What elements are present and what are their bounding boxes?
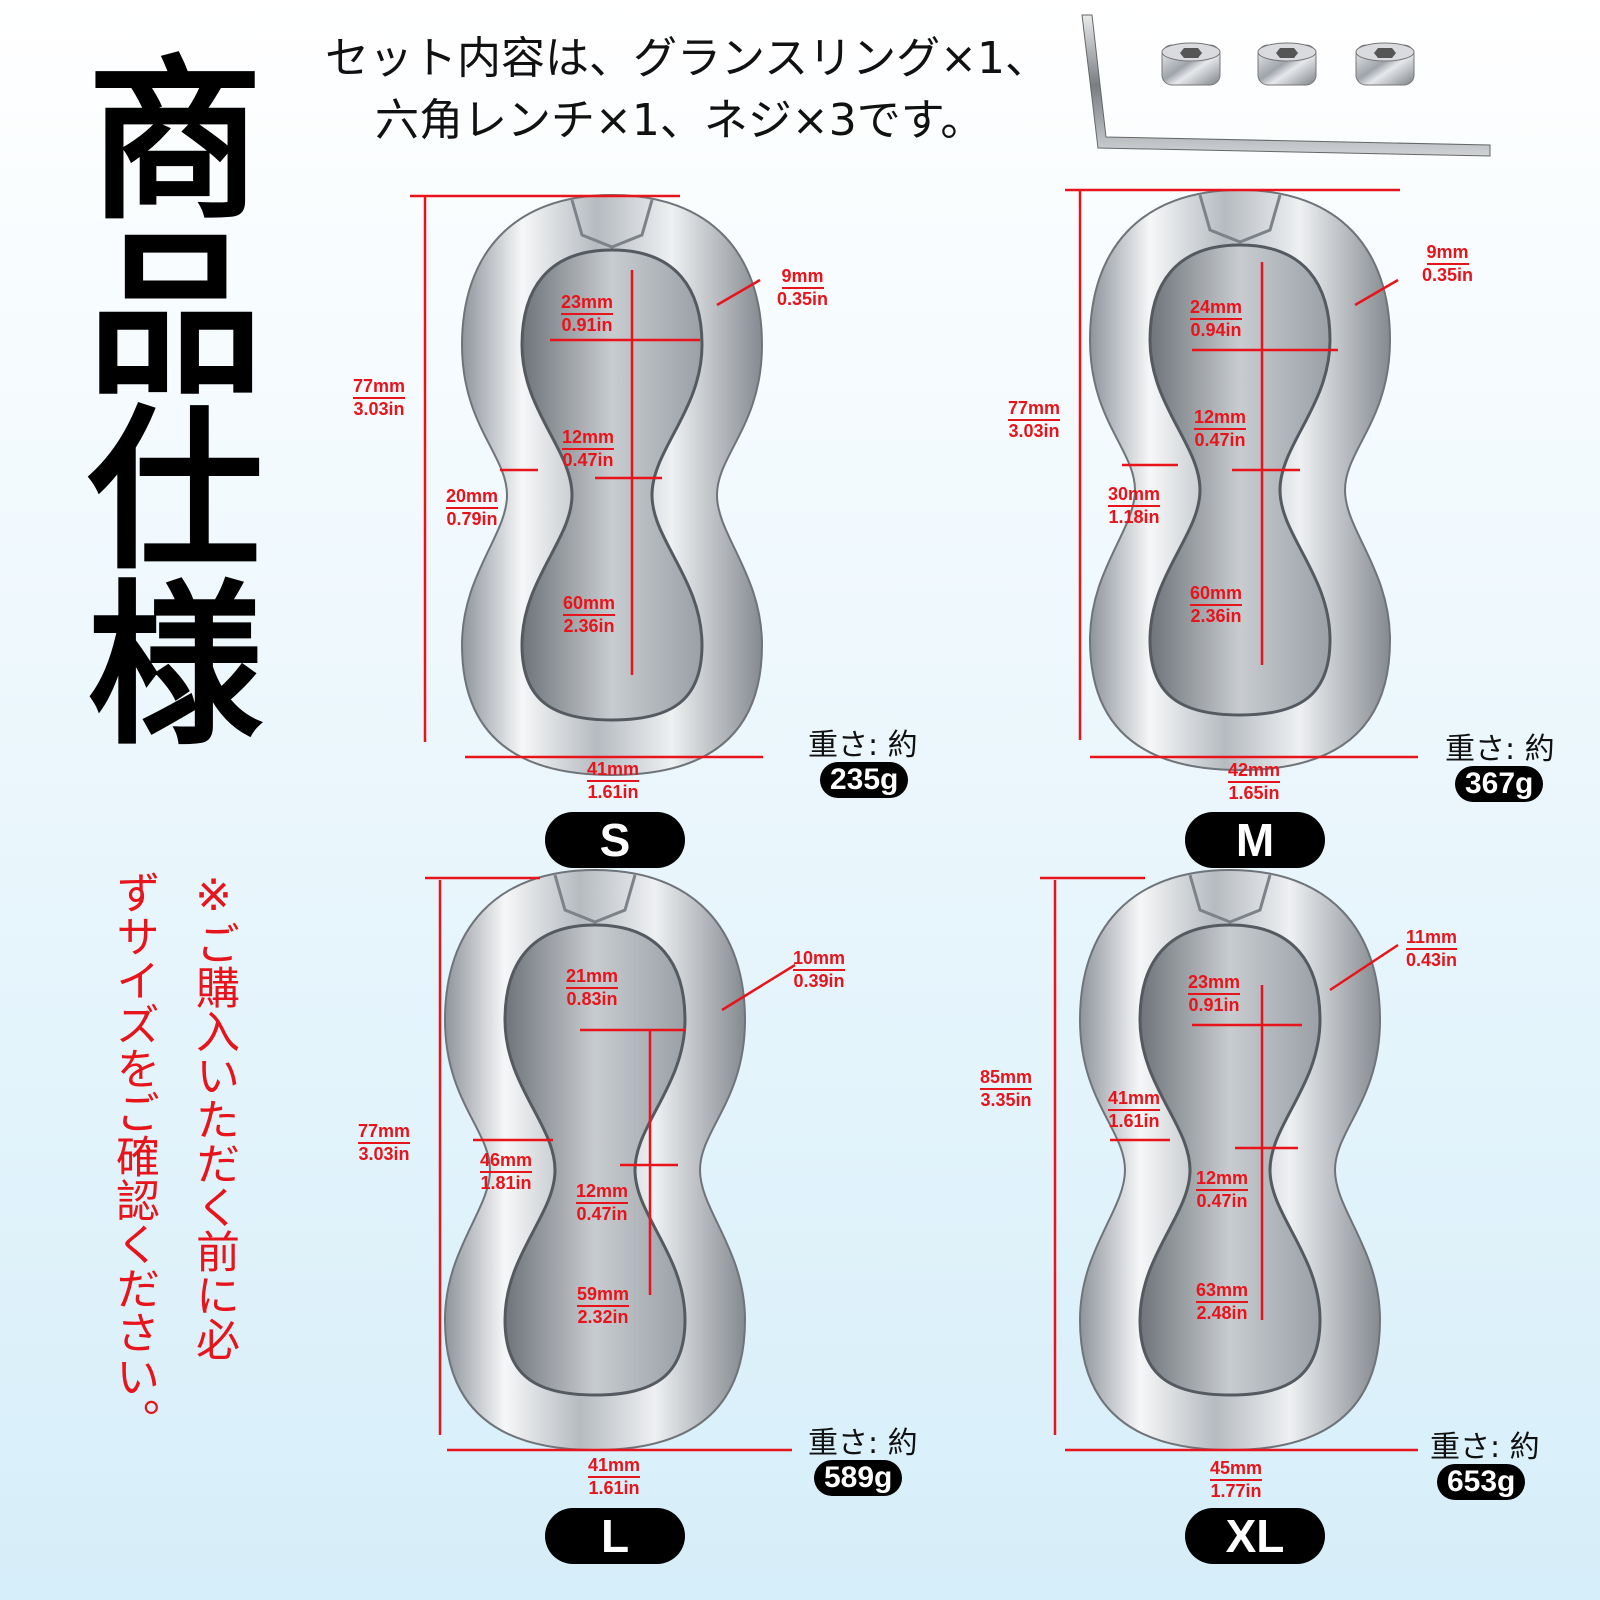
ring-xl-image <box>1078 868 1382 1452</box>
title-char: 品 <box>87 216 263 419</box>
ring-s-image <box>460 193 764 777</box>
contents-line-2: 六角レンチ×1、ネジ×3です。 <box>375 95 985 146</box>
size-badge-s: S <box>545 812 685 868</box>
contents-line-1: セット内容は、グランスリング×1、 <box>325 33 1049 84</box>
size-note-line-1: ※ご購入いただく前に必 <box>188 870 239 1361</box>
screw-icon <box>1257 42 1317 86</box>
dimension-lines <box>410 188 1418 1452</box>
size-badge-m: M <box>1185 812 1325 868</box>
weight-label: 重さ: 約 <box>808 728 918 763</box>
title-char: 仕 <box>87 391 263 594</box>
weight-label: 重さ: 約 <box>808 1426 918 1461</box>
screw-icon <box>1355 42 1415 86</box>
size-note-line-2: ずサイズをご確認ください。 <box>108 870 159 1442</box>
size-badge-l: L <box>545 1508 685 1564</box>
hex-wrench-icon <box>1081 14 1491 157</box>
title-char: 商 <box>87 41 263 244</box>
weight-label: 重さ: 約 <box>1445 732 1555 767</box>
weight-value: 367g <box>1455 766 1544 802</box>
ring-m-image <box>1088 188 1392 772</box>
weight-value: 653g <box>1437 1464 1526 1500</box>
title-char: 様 <box>87 566 263 769</box>
screw-icon <box>1161 42 1221 86</box>
page-title: 商 品 仕 様 <box>70 55 280 755</box>
weight-value: 235g <box>820 762 909 798</box>
weight-label: 重さ: 約 <box>1430 1430 1540 1465</box>
weight-value: 589g <box>814 1460 903 1496</box>
set-contents: セット内容は、グランスリング×1、 六角レンチ×1、ネジ×3です。 <box>325 28 1049 152</box>
size-badge-xl: XL <box>1185 1508 1325 1564</box>
